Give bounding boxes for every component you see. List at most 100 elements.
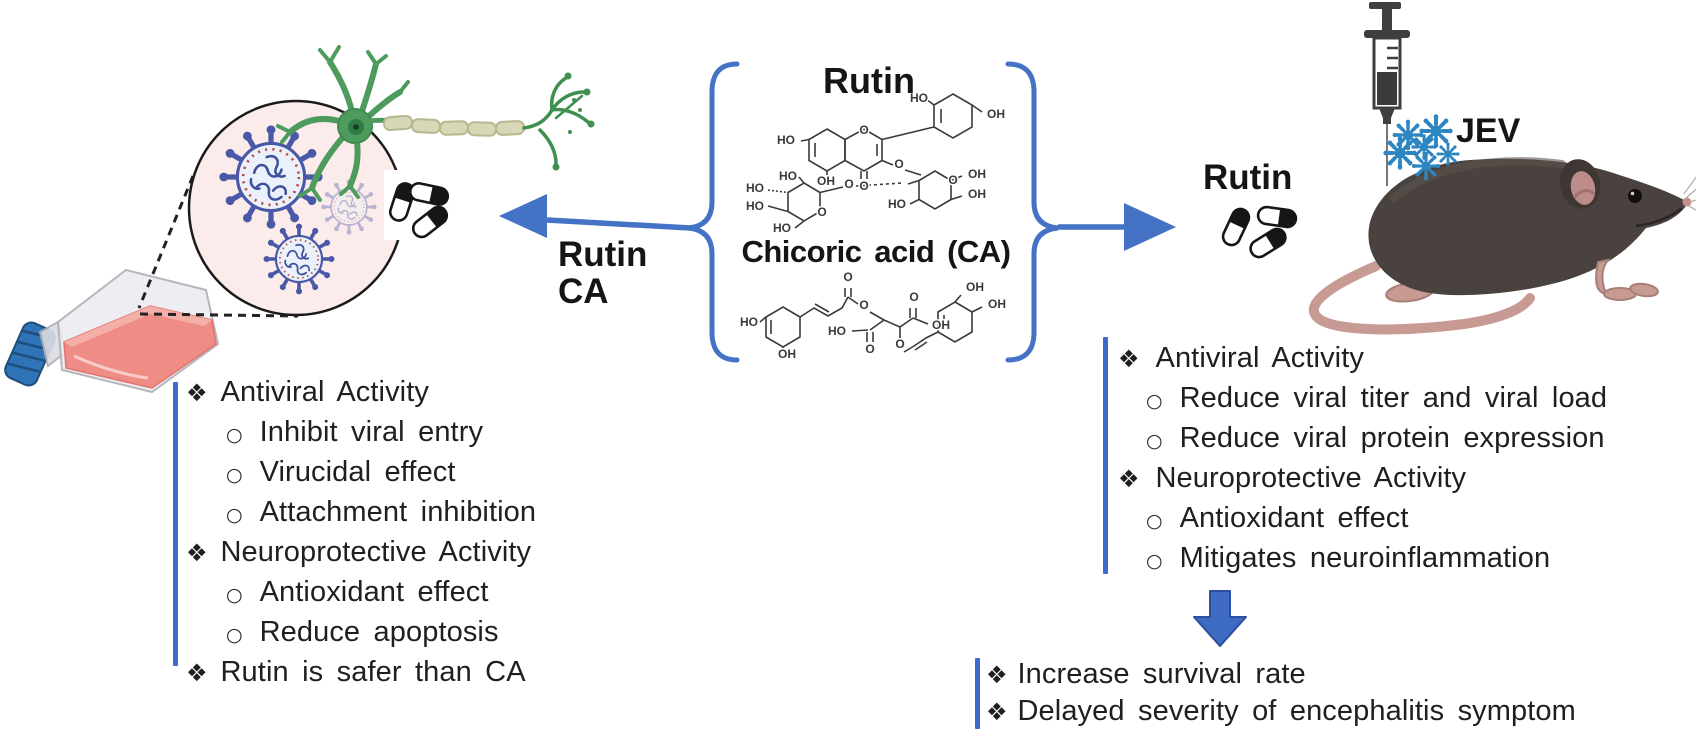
atom-label: O [909, 290, 918, 304]
circle-bullet: ○ [226, 504, 243, 526]
diamond-bullet: ❖ [186, 539, 208, 567]
list-item-text: Rutin is safer than CA [220, 656, 526, 688]
atom-label: O [859, 179, 868, 193]
circle-bullet: ○ [226, 424, 243, 446]
list-item: ○ Antioxidant effect [186, 576, 536, 616]
list-item-text: Reduce viral protein expression [1179, 422, 1605, 454]
list-item-text: Neuroprotective Activity [1155, 462, 1467, 494]
atom-label: HO [746, 199, 764, 213]
jev-label: JEV [1456, 112, 1521, 150]
atom-label: OH [778, 347, 796, 361]
right-arrow [1058, 203, 1176, 251]
atom-label: O [844, 177, 853, 191]
atom-label: HO [740, 315, 758, 329]
list-item: ○ Virucidal effect [186, 456, 536, 496]
list-item-text: Inhibit viral entry [259, 416, 484, 448]
atom-label: HO [746, 181, 764, 195]
atom-label: HO [828, 324, 846, 338]
atom-label: OH [987, 107, 1005, 121]
atom-label: OH [988, 297, 1006, 311]
list-item: ○ Mitigates neuroinflammation [1118, 542, 1607, 582]
circle-bullet: ○ [1146, 550, 1163, 572]
atom-label: HO [773, 221, 791, 235]
atom-label: O [865, 342, 874, 356]
atom-label: O [895, 337, 904, 351]
axon-terminal [522, 76, 590, 166]
list-item: ○ Inhibit viral entry [186, 416, 536, 456]
atom-label: HO [777, 133, 795, 147]
neuron-illustration [276, 45, 595, 202]
left-list-accent-bar [173, 382, 178, 666]
right-curly-brace [1005, 61, 1059, 363]
right-list-accent-bar [1103, 337, 1108, 574]
atom-label: OH [968, 187, 986, 201]
circle-bullet: ○ [226, 624, 243, 646]
list-item-text: Antiviral Activity [1155, 342, 1364, 374]
in-vivo-findings-list: ❖ Antiviral Activity ○ Reduce viral tite… [1118, 342, 1607, 582]
in-vitro-findings-list: ❖ Antiviral Activity ○ Inhibit viral ent… [186, 376, 536, 696]
list-item: ❖ Rutin is safer than CA [186, 656, 536, 696]
capsule-pills-icon [1218, 204, 1299, 262]
left-arrow-label: Rutin CA [558, 236, 647, 310]
list-item-text: Increase survival rate [1017, 658, 1306, 690]
list-item: ❖ Antiviral Activity [1118, 342, 1607, 382]
atom-label: HO [888, 197, 906, 211]
rutin-structure-title: Rutin [823, 60, 915, 101]
atom-label: OH [966, 280, 984, 294]
left-arrow [499, 194, 691, 238]
list-item: ○ Attachment inhibition [186, 496, 536, 536]
right-drug-label: Rutin [1203, 158, 1293, 197]
list-item: ❖ Increase survival rate [986, 658, 1576, 695]
down-arrow [1193, 590, 1247, 647]
mouse-illustration [1308, 157, 1696, 335]
list-item-text: Antiviral Activity [220, 376, 429, 408]
list-item-text: Delayed severity of encephalitis symptom [1017, 695, 1576, 727]
list-item-text: Neuroprotective Activity [220, 536, 532, 568]
left-arrow-label-line2: CA [558, 272, 609, 311]
atom-label: O [894, 157, 903, 171]
list-item-text: Attachment inhibition [259, 496, 537, 528]
diamond-bullet: ❖ [186, 379, 208, 407]
atom-label: O [859, 298, 868, 312]
chicoric-acid-structure: HO OH O O HO O O OH O OH OH [739, 269, 1008, 363]
list-item: ○ Antioxidant effect [1118, 502, 1607, 542]
list-item: ○ Reduce viral protein expression [1118, 422, 1607, 462]
list-item: ❖ Neuroprotective Activity [186, 536, 536, 576]
list-item: ❖ Delayed severity of encephalitis sympt… [986, 695, 1576, 732]
circle-bullet: ○ [1146, 390, 1163, 412]
atom-label: HO [910, 91, 928, 105]
list-item-text: Antioxidant effect [1179, 502, 1409, 534]
cell-culture-flask-icon [4, 268, 220, 394]
list-item-text: Antioxidant effect [259, 576, 489, 608]
list-item-text: Virucidal effect [259, 456, 456, 488]
myelinated-axon [382, 114, 526, 137]
callout-dashed-lines [137, 175, 299, 318]
list-item-text: Reduce apoptosis [259, 616, 499, 648]
left-curly-brace [687, 61, 740, 363]
atom-label: HO [779, 169, 797, 183]
circle-bullet: ○ [1146, 510, 1163, 532]
diamond-bullet: ❖ [186, 659, 208, 687]
rutin-structure: HO OH O O HO OH O O OH OH HO O O HO HO H… [745, 90, 1007, 237]
list-item: ○ Reduce apoptosis [186, 616, 536, 656]
diamond-bullet: ❖ [1118, 465, 1140, 493]
syringe-icon [1364, 2, 1410, 186]
outcome-list-accent-bar [975, 658, 980, 729]
list-item: ❖ Antiviral Activity [186, 376, 536, 416]
atom-label: O [817, 205, 826, 219]
diamond-bullet: ❖ [986, 661, 1008, 689]
circle-bullet: ○ [226, 584, 243, 606]
circle-bullet: ○ [1146, 430, 1163, 452]
circle-bullet: ○ [226, 464, 243, 486]
chicoric-acid-title: Chicoric acid (CA) [741, 234, 1011, 269]
atom-label: OH [817, 174, 835, 188]
atom-label: O [948, 173, 957, 187]
atom-label: O [859, 123, 868, 137]
left-arrow-label-line1: Rutin [558, 235, 648, 274]
list-item-text: Reduce viral titer and viral load [1179, 382, 1608, 414]
list-item: ○ Reduce viral titer and viral load [1118, 382, 1607, 422]
list-item: ❖ Neuroprotective Activity [1118, 462, 1607, 502]
outcome-list: ❖ Increase survival rate ❖ Delayed sever… [986, 658, 1576, 732]
